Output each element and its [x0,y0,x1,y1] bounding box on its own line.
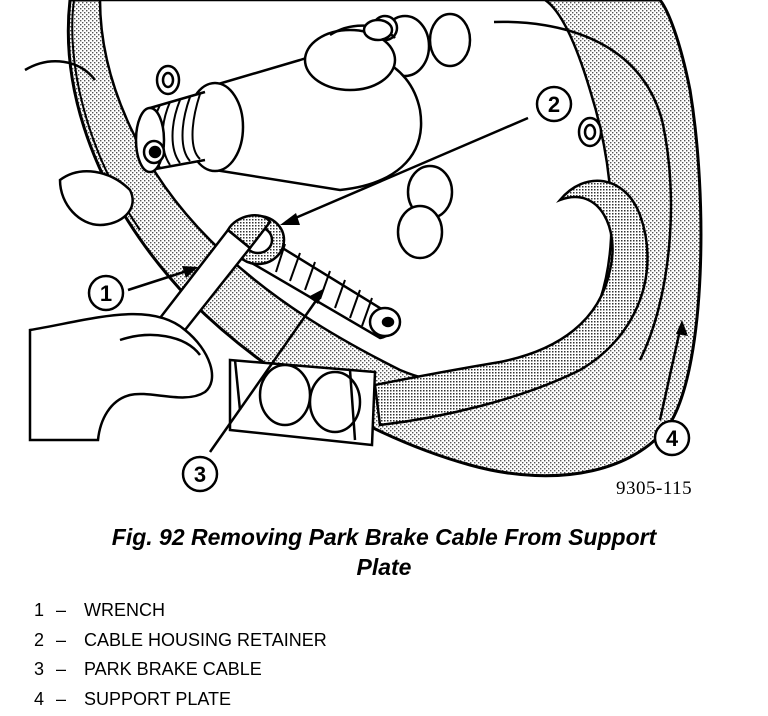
caption-line-1: Fig. 92 Removing Park Brake Cable From S… [111,524,657,550]
arrowhead-1 [182,266,198,278]
legend-number: 4 [34,688,45,709]
callout-1: 1 [87,274,125,312]
legend-item: 4–SUPPORT PLATE [34,685,327,715]
legend-number: 1 [34,600,45,620]
svg-text:1: 1 [100,281,112,306]
leader-line-2 [285,116,529,224]
legend-label: WRENCH [84,600,165,620]
arrowheads [182,213,688,336]
callout-3: 3 [181,455,219,493]
mounting-bosses [155,12,603,260]
leader-line-3 [208,294,322,453]
legend-label: CABLE HOUSING RETAINER [84,629,327,650]
callout-2: 2 [535,85,573,123]
legend-number: 2 [34,629,45,650]
legend-dash: – [56,688,67,709]
svg-text:2: 2 [548,92,560,117]
figure-caption: Fig. 92 Removing Park Brake Cable From S… [0,522,768,582]
drawing-id: 9305-115 [616,478,693,499]
arrowhead-3 [308,288,325,304]
hand [24,60,214,442]
wrench [158,214,272,332]
callout-4: 4 [653,419,691,457]
legend-item: 1–WRENCH [34,596,327,626]
svg-text:4: 4 [666,426,679,451]
legend-dash: – [56,629,67,650]
legend: 1–WRENCH 2–CABLE HOUSING RETAINER 3–PARK… [34,596,327,714]
legend-dash: – [56,600,67,620]
legend-item: 3–PARK BRAKE CABLE [34,655,327,685]
legend-dash: – [56,659,67,679]
legend-label: PARK BRAKE CABLE [84,659,262,679]
legend-item: 2–CABLE HOUSING RETAINER [34,626,327,656]
legend-number: 3 [34,659,45,679]
bracket [228,358,377,447]
axle-spindle [134,18,423,192]
leader-line-1 [127,268,191,292]
svg-text:3: 3 [194,462,206,487]
caption-line-2: Plate [356,554,412,580]
leader-line-4 [658,329,682,421]
legend-label: SUPPORT PLATE [84,688,232,709]
brake-support-plate-illustration: 1 2 3 4 [24,0,703,493]
leader-lines [127,116,682,453]
arrowhead-4 [676,320,688,336]
arrowhead-2 [280,213,300,225]
